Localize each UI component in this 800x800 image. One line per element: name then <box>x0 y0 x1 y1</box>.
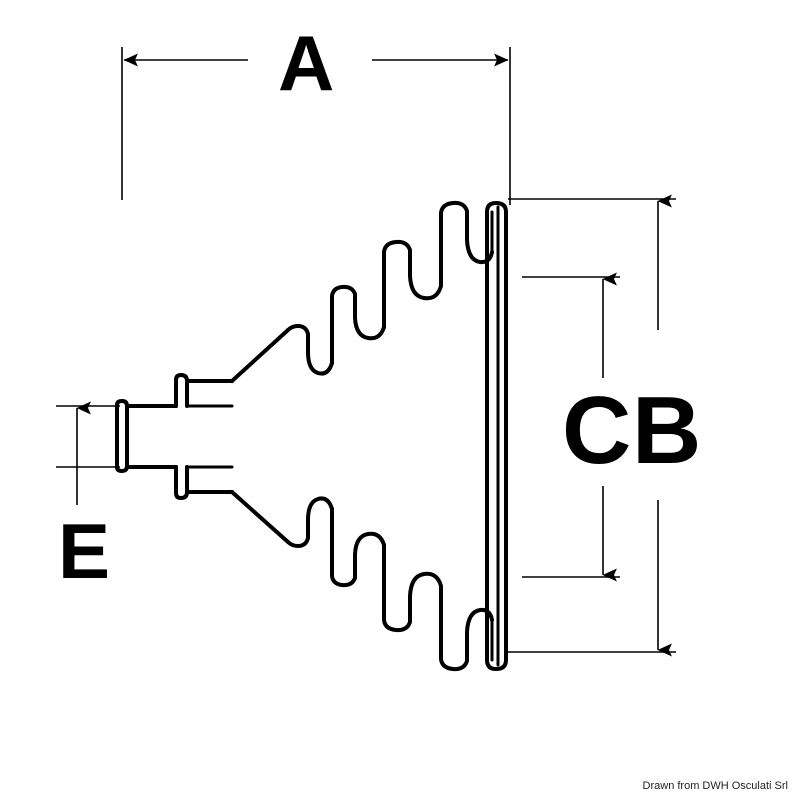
cone-bottom <box>230 490 290 544</box>
convolution-3-top <box>382 239 443 329</box>
convolution-4-top <box>439 200 494 288</box>
convolution-1-top <box>286 324 334 376</box>
attribution-text: Drawn from DWH Osculati Srl <box>642 780 788 792</box>
dimension-E-group <box>56 401 120 505</box>
convolution-4-bottom <box>439 584 494 672</box>
dimension-label-A: A <box>278 19 335 107</box>
convolution-2-top <box>330 284 386 365</box>
cone-top <box>230 328 290 383</box>
neck-lip-outer-cap-top <box>115 399 129 408</box>
convolution-2-bottom <box>330 507 386 588</box>
convolution-1-bottom <box>286 496 334 548</box>
dimension-label-B: B <box>632 377 702 484</box>
dimension-label-E: E <box>58 507 111 595</box>
dimension-A-group <box>121 47 511 205</box>
step-ring-top <box>174 373 189 408</box>
dimension-C-group <box>508 194 676 657</box>
flange-outer-edge <box>485 201 508 671</box>
dimension-label-C: C <box>562 377 632 484</box>
step-ring-bottom <box>174 465 189 500</box>
convolution-3-bottom <box>382 543 443 633</box>
boot-outline-group <box>115 200 508 672</box>
dimension-B-group <box>522 272 620 582</box>
